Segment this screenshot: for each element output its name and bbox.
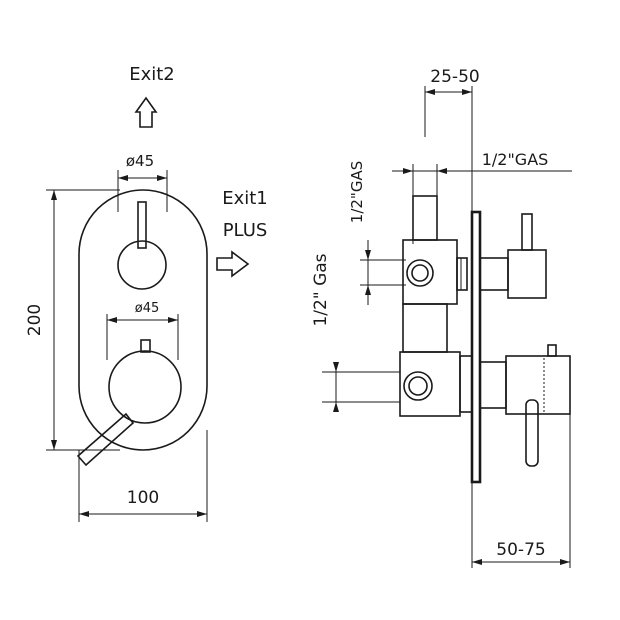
mixer-knob — [108, 350, 182, 424]
upper-valve-body — [402, 239, 458, 305]
gas-vertical-lower-label: 1/2" Gas — [311, 253, 331, 326]
lower-mixer-handle — [525, 399, 539, 467]
width-dim-label: 100 — [127, 488, 159, 508]
depth-bottom-label: 50-75 — [496, 540, 545, 560]
cover-plate — [78, 189, 208, 451]
lower-knob-neck — [479, 361, 507, 409]
diverter-knob — [117, 240, 167, 290]
mixer-knob-indicator — [140, 339, 151, 353]
top-diameter-label: ø45 — [126, 152, 154, 170]
gas-horizontal-label: 1/2"GAS — [482, 150, 549, 169]
lower-body-flange — [459, 355, 473, 413]
mixer-handle — [76, 412, 135, 467]
exit1-arrow-icon — [216, 250, 250, 278]
body-connector — [402, 303, 448, 353]
upper-outlet-bore — [411, 264, 429, 282]
exit2-label: Exit2 — [129, 64, 175, 85]
wall-plate — [470, 210, 482, 484]
exit1-label: Exit1 — [222, 188, 268, 209]
upper-body-nut — [456, 257, 468, 291]
upper-knob-body — [507, 249, 547, 299]
gas-vertical-upper-label: 1/2"GAS — [348, 161, 366, 223]
upper-outlet-ring — [406, 259, 434, 287]
bottom-diameter-label: ø45 — [135, 301, 160, 316]
top-pipe-stub — [412, 195, 438, 241]
upper-knob-neck — [479, 257, 509, 291]
lower-outlet-bore — [408, 376, 428, 396]
exit2-arrow-icon — [134, 96, 158, 128]
lower-outlet-ring — [403, 371, 433, 401]
lower-knob-indicator — [547, 344, 557, 357]
depth-top-label: 25-50 — [430, 67, 479, 87]
front-view: Exit2 ø45 ø45 200 — [25, 64, 208, 522]
exit1-group: Exit1 PLUS — [216, 188, 268, 278]
diverter-lever — [137, 201, 147, 249]
upper-knob-lever — [521, 213, 533, 251]
height-dim-label: 200 — [25, 304, 45, 336]
exit1-plus-label: PLUS — [223, 220, 268, 241]
side-view: 25-50 1/2"GAS 1/2"GAS 1/2" Gas — [311, 67, 572, 568]
